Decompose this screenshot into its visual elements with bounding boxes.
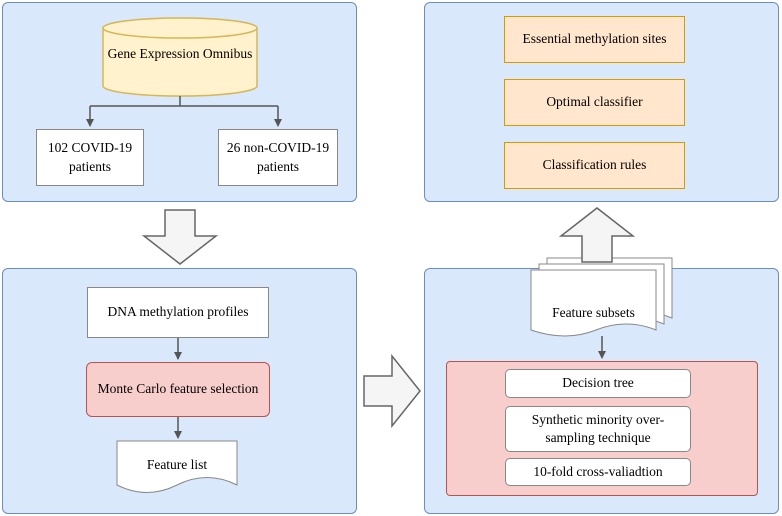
- database-label: Gene Expression Omnibus: [107, 46, 253, 61]
- result-classification-rules: Classification rules: [504, 142, 685, 189]
- group-covid-box: 102 COVID-19 patients: [36, 129, 144, 186]
- mcfs-box: Monte Carlo feature selection: [86, 362, 270, 417]
- methylation-profiles-box: DNA methylation profiles: [87, 287, 269, 338]
- feature-subsets-label: Feature subsets: [552, 304, 635, 320]
- result-optimal-classifier: Optimal classifier: [504, 79, 685, 126]
- cross-validation-step: 10-fold cross-valiadtion: [505, 458, 691, 486]
- flow-arrow-down: [141, 209, 219, 265]
- flow-arrow-right: [363, 353, 421, 429]
- flow-arrow-up: [558, 207, 636, 263]
- decision-tree-step: Decision tree: [505, 369, 691, 398]
- smote-step: Synthetic minority over-sampling techniq…: [505, 406, 691, 452]
- result-methylation-sites: Essential methylation sites: [504, 16, 685, 63]
- feature-list-label: Feature list: [146, 456, 208, 472]
- group-non-covid-box: 26 non-COVID-19 patients: [218, 129, 338, 186]
